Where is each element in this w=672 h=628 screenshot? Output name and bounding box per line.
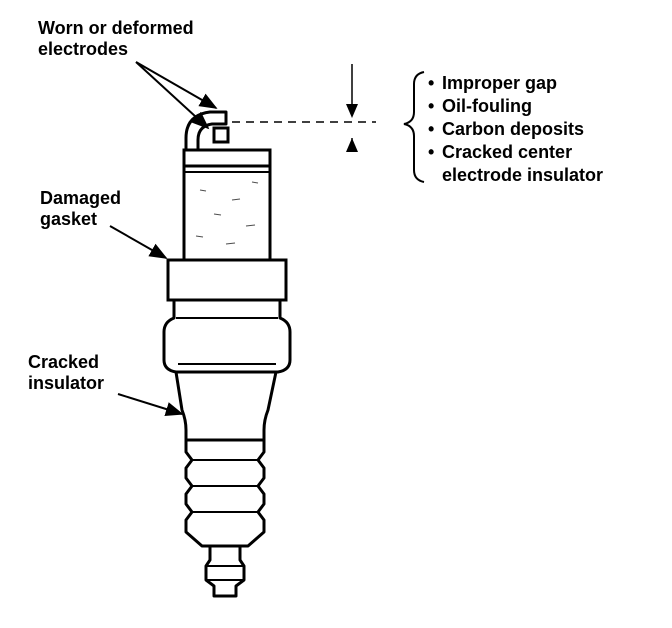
label-damaged-gasket: Damaged gasket [40,188,121,230]
issues-list: •Improper gap •Oil-fouling •Carbon depos… [428,72,603,187]
arrow-worn-2 [135,61,210,130]
list-item: •Oil-fouling [428,96,532,116]
list-item: •Carbon deposits [428,119,585,139]
arrow-insulator [117,393,184,417]
gap-arrow-down [346,104,358,118]
shell-texture [195,181,259,245]
center-electrode [212,126,230,144]
label-cracked-insulator: Cracked insulator [28,352,104,394]
label-insulator-line1: Cracked [28,352,100,372]
hex-shoulder [162,298,292,374]
gap-arrow-up [346,138,358,152]
list-item: •Cracked center [428,142,573,162]
label-worn-line1: Worn or deformed [38,18,194,38]
insulator-ribs [184,438,266,548]
threaded-shell [182,164,272,262]
label-worn-electrodes: Worn or deformed electrodes [38,18,194,60]
label-gasket-line2: gasket [40,209,98,229]
label-gasket-line1: Damaged [40,188,122,208]
electrode-base [182,148,272,168]
label-insulator-line2: insulator [28,373,105,393]
list-item: •Improper gap [428,73,558,93]
gasket [166,258,288,302]
terminal-nut [204,544,246,598]
insulator [174,370,278,442]
arrow-worn-1 [135,61,218,109]
arrow-gasket [109,225,168,259]
label-worn-line2: electrodes [38,39,129,59]
brace [403,71,425,183]
leader-arrows [109,61,218,417]
list-item-continuation: electrode insulator [442,165,604,185]
